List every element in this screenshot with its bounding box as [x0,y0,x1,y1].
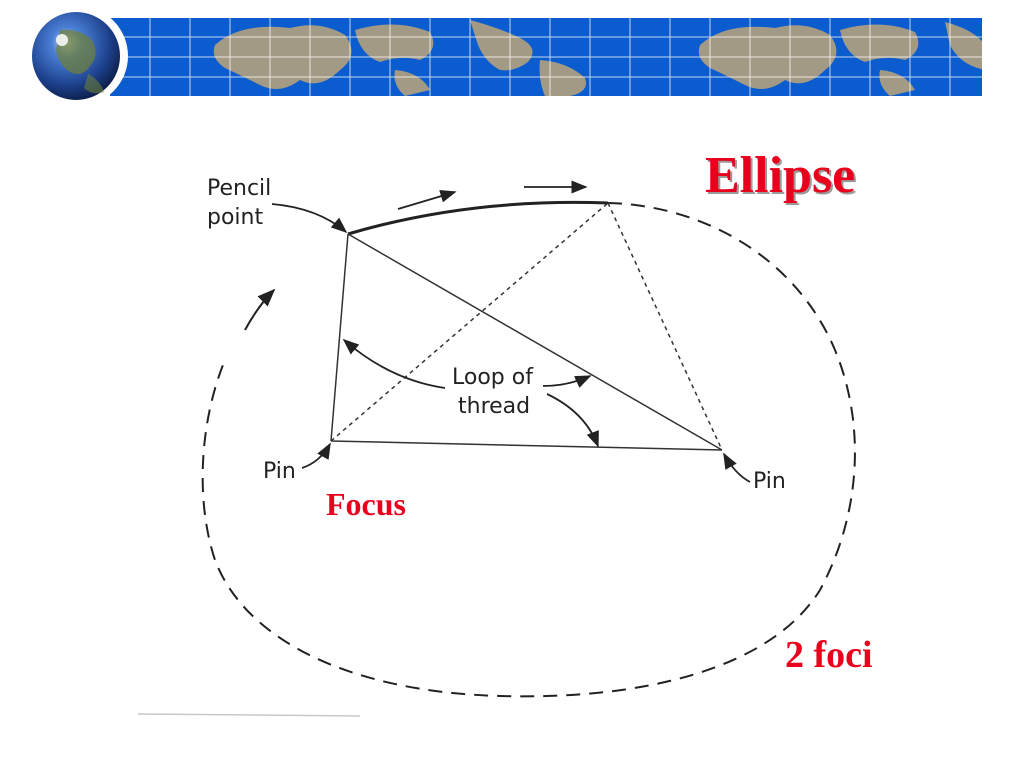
pencil-leader [271,203,348,234]
faint-baseline [137,713,361,717]
loop-leader-right-up [542,375,592,388]
loop-leader-right-down [546,393,599,448]
loop-label-line1: Loop of [452,365,534,390]
traced-arc [347,200,609,236]
thread-dotted-right [607,202,723,451]
world-map-grid [110,18,982,96]
foci-annotation: 2 foci [785,634,873,676]
globe-icon [32,12,120,100]
pencil-label-line1: Pencil [207,176,271,201]
focus-annotation: Focus [326,486,406,522]
pencil-label-line2: point [207,205,263,230]
slide-title: Ellipse [705,147,856,204]
pin-left-leader [301,442,331,469]
thread-long-side [347,233,723,451]
motion-arrow-1 [397,189,457,210]
dashed-ellipse-curve [201,202,856,698]
pin-left-label: Pin [263,459,296,484]
pin-right-leader [723,452,751,483]
thread-left-side [330,233,349,442]
loop-label-line2: thread [458,394,530,419]
header-banner [0,0,1024,110]
loop-leader-left [342,338,446,389]
thread-base [330,440,723,451]
pin-right-label: Pin [753,469,786,494]
direction-arrow-left [244,288,276,331]
thread-dotted-left [330,202,609,442]
ellipse-diagram: Pencil point Loop of thread Pin Pin [0,110,1024,768]
